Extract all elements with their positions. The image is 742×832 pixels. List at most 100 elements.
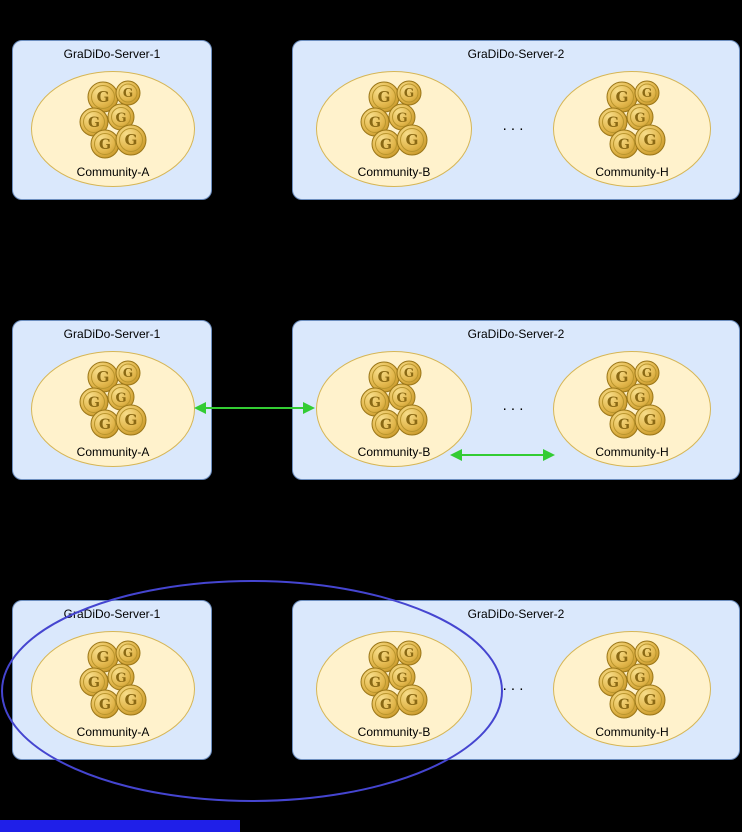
coin: G	[371, 409, 401, 439]
coins-slot: G G G G G G	[592, 358, 672, 440]
coin-letter: G	[642, 366, 652, 380]
coins-slot: G G G G G G	[354, 78, 434, 160]
bottom-bar	[0, 820, 240, 832]
coin-letter: G	[396, 111, 407, 126]
coin: G	[396, 80, 422, 106]
coin-letter: G	[406, 411, 419, 429]
coin-letter: G	[99, 697, 111, 713]
community-label: Community-A	[76, 165, 150, 179]
server-title: GraDiDo-Server-2	[467, 607, 565, 621]
server-box-2: GraDiDo-Server-2 G G G G G G Co	[292, 600, 740, 760]
gradido-coins-icon: G G G G G G	[79, 80, 147, 159]
coin: G	[598, 667, 628, 697]
community-label: Community-B	[357, 725, 431, 739]
coin: G	[396, 404, 428, 436]
coin: G	[634, 360, 660, 386]
coin-letter: G	[396, 391, 407, 406]
coin: G	[634, 124, 666, 156]
coins-slot: G G G G G G	[354, 638, 434, 720]
coin-letter: G	[406, 691, 419, 709]
coin: G	[360, 387, 390, 417]
coin: G	[115, 640, 141, 666]
gradido-coins-icon: G G G G G G	[360, 360, 428, 439]
coin-letter: G	[115, 671, 126, 686]
coin: G	[371, 129, 401, 159]
server-box-2: GraDiDo-Server-2 G G G G G G Co	[292, 320, 740, 480]
community-label: Community-H	[595, 165, 669, 179]
coin-letter: G	[88, 115, 100, 131]
ellipsis-dots: . . .	[502, 677, 524, 694]
coin: G	[609, 409, 639, 439]
community-ellipse-b: G G G G G G Community-B	[316, 351, 472, 467]
green-double-arrow-b-h	[450, 449, 555, 461]
coin: G	[634, 80, 660, 106]
community-label: Community-A	[76, 445, 150, 459]
coin: G	[90, 689, 120, 719]
coin-letter: G	[88, 675, 100, 691]
coin-letter: G	[404, 646, 414, 660]
coin-letter: G	[369, 395, 381, 411]
coin: G	[368, 361, 400, 393]
coin: G	[90, 129, 120, 159]
gradido-coins-icon: G G G G G G	[79, 640, 147, 719]
coin: G	[396, 684, 428, 716]
gradido-coins-icon: G G G G G G	[598, 360, 666, 439]
coin-letter: G	[644, 131, 657, 149]
gradido-coins-icon: G G G G G G	[79, 360, 147, 439]
coin: G	[609, 129, 639, 159]
community-label: Community-B	[357, 445, 431, 459]
coin-letter: G	[115, 391, 126, 406]
coin-letter: G	[616, 648, 629, 666]
coin-letter: G	[642, 86, 652, 100]
coin-letter: G	[99, 137, 111, 153]
coin: G	[107, 103, 135, 131]
coin-letter: G	[380, 137, 392, 153]
ellipsis-dots: . . .	[502, 397, 524, 414]
coins-slot: G G G G G G	[73, 358, 153, 440]
server-title: GraDiDo-Server-2	[467, 47, 565, 61]
server-title: GraDiDo-Server-1	[63, 47, 161, 61]
coin-letter: G	[642, 646, 652, 660]
coin: G	[115, 404, 147, 436]
coin-letter: G	[97, 648, 110, 666]
coin-letter: G	[634, 671, 645, 686]
community-label: Community-B	[357, 165, 431, 179]
coin-letter: G	[644, 411, 657, 429]
community-label: Community-A	[76, 725, 150, 739]
diagram-row-3: GraDiDo-Server-1 G G G G G G Co	[0, 600, 742, 760]
coin-letter: G	[380, 417, 392, 433]
coin-letter: G	[380, 697, 392, 713]
coin-letter: G	[618, 417, 630, 433]
coin: G	[87, 361, 119, 393]
coin-letter: G	[396, 671, 407, 686]
coin-letter: G	[97, 88, 110, 106]
community-ellipse-h: G G G G G G Community-H	[553, 71, 711, 187]
community-ellipse-a: G G G G G G Community-A	[31, 71, 195, 187]
coin-letter: G	[125, 691, 138, 709]
coins-slot: G G G G G G	[592, 638, 672, 720]
coin-letter: G	[404, 366, 414, 380]
coin: G	[634, 404, 666, 436]
coin: G	[388, 103, 416, 131]
coin-letter: G	[634, 111, 645, 126]
community-ellipse-h: G G G G G G Community-H	[553, 631, 711, 747]
coin-letter: G	[378, 88, 391, 106]
coins-slot: G G G G G G	[592, 78, 672, 160]
coin-letter: G	[618, 137, 630, 153]
community-label: Community-H	[595, 725, 669, 739]
coin: G	[115, 124, 147, 156]
coin: G	[360, 107, 390, 137]
coin-letter: G	[88, 395, 100, 411]
server-title: GraDiDo-Server-1	[63, 327, 161, 341]
coin-letter: G	[369, 115, 381, 131]
coin-letter: G	[644, 691, 657, 709]
diagram-row-1: GraDiDo-Server-1 G G G G G G Co	[0, 40, 742, 200]
server-box-1: GraDiDo-Server-1 G G G G G G Co	[12, 320, 212, 480]
community-ellipse-a: G G G G G G Community-A	[31, 351, 195, 467]
community-ellipse-b: G G G G G G Community-B	[316, 71, 472, 187]
coin: G	[634, 640, 660, 666]
coin: G	[371, 689, 401, 719]
coin-letter: G	[123, 646, 133, 660]
green-double-arrow-a-b	[194, 402, 315, 414]
coin-letter: G	[607, 675, 619, 691]
